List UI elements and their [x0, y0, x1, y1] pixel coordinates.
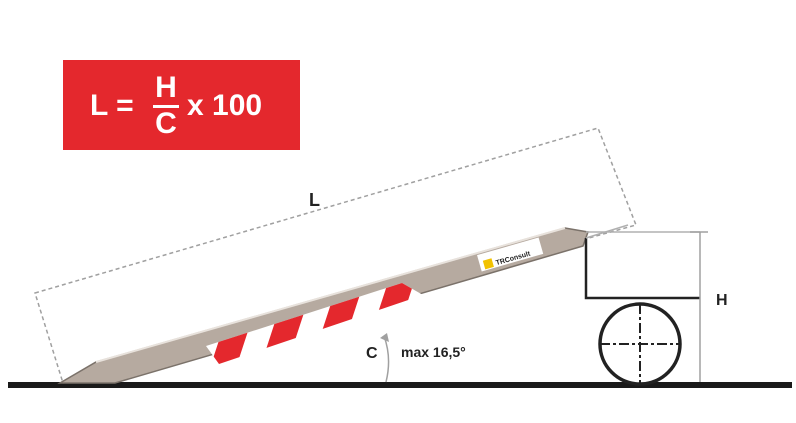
formula-denominator: C: [155, 107, 177, 140]
formula-lhs: L =: [90, 89, 134, 122]
vehicle-platform: [584, 238, 700, 300]
length-dimension-frame: [34, 127, 638, 384]
length-label: L: [309, 190, 320, 210]
angle-label: max 16,5°: [401, 344, 466, 360]
formula-multiplier: x 100: [187, 89, 263, 122]
formula-numerator: H: [155, 71, 177, 104]
height-label: H: [716, 292, 728, 309]
angle-arc: [383, 335, 390, 383]
angle-arrow-top-icon: [380, 333, 389, 342]
run-label: C: [366, 345, 378, 362]
ground-line: [8, 382, 792, 388]
formula-fraction-bar: [153, 105, 179, 108]
formula-box: L = H C x 100: [63, 60, 300, 150]
vehicle-deck-extension: [585, 224, 629, 239]
logo-mark-icon: [482, 258, 494, 270]
brand-logo-sticker: [477, 237, 544, 272]
ramp-edge-highlight: [95, 227, 566, 363]
